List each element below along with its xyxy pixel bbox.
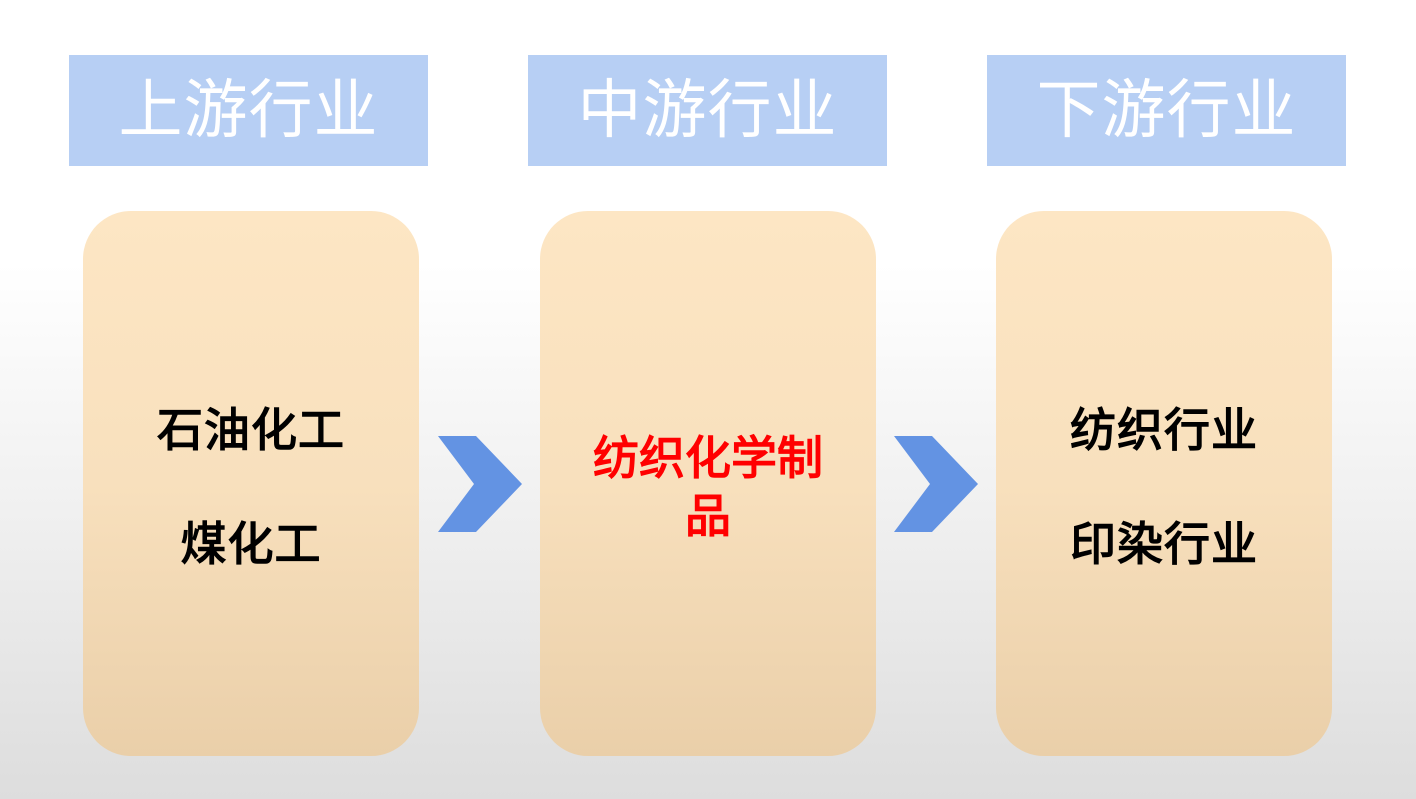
upstream-item-coal-chemical: 煤化工 bbox=[180, 516, 322, 571]
header-midstream: 中游行业 bbox=[528, 55, 887, 166]
chevron-arrow-right-icon bbox=[894, 436, 978, 532]
downstream-item-textile: 纺织行业 bbox=[1070, 402, 1258, 457]
header-midstream-label: 中游行业 bbox=[577, 73, 838, 148]
header-downstream-label: 下游行业 bbox=[1036, 73, 1297, 148]
header-upstream: 上游行业 bbox=[69, 55, 428, 166]
card-downstream: 纺织行业 印染行业 bbox=[996, 211, 1332, 756]
midstream-item-textile-chemicals: 纺织化学制品 bbox=[593, 430, 823, 543]
header-downstream: 下游行业 bbox=[987, 55, 1346, 166]
chevron-arrow-right-icon bbox=[438, 436, 522, 532]
card-midstream: 纺织化学制品 bbox=[540, 211, 876, 756]
header-upstream-label: 上游行业 bbox=[118, 73, 379, 148]
upstream-item-petrochemical: 石油化工 bbox=[157, 402, 345, 457]
downstream-item-dyeing: 印染行业 bbox=[1070, 516, 1258, 571]
card-upstream: 石油化工 煤化工 bbox=[83, 211, 419, 756]
